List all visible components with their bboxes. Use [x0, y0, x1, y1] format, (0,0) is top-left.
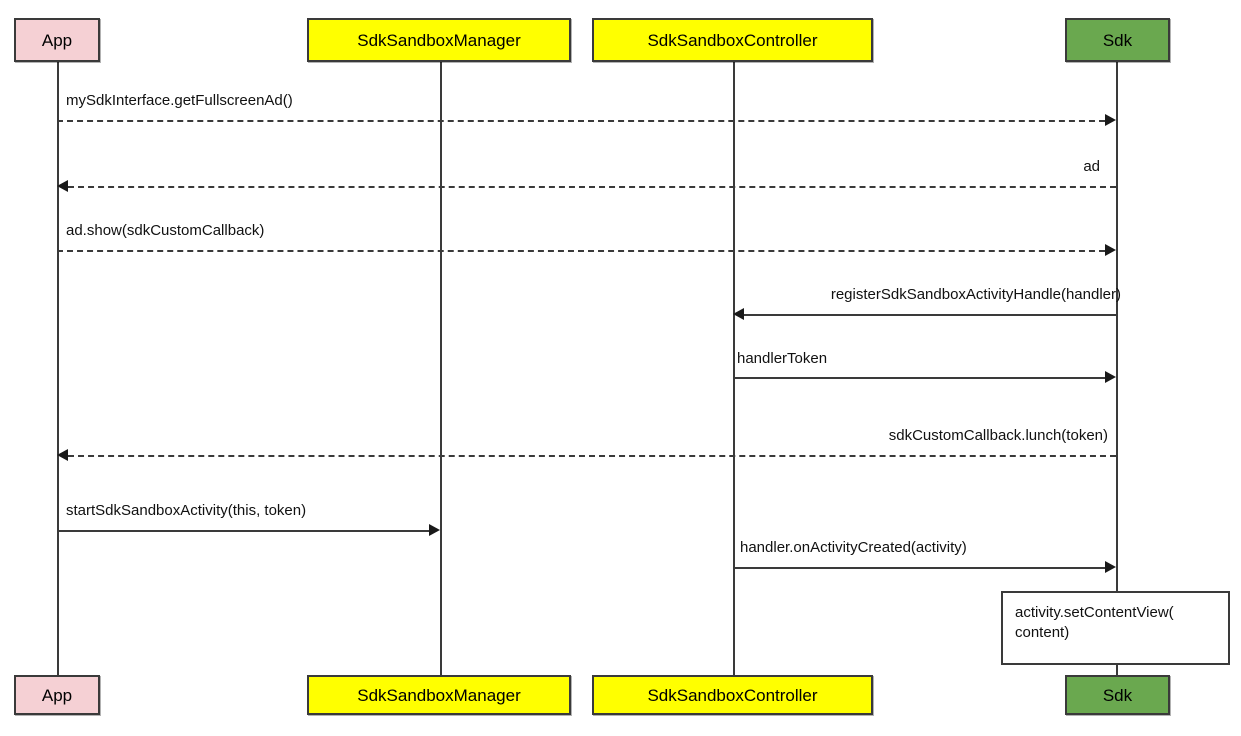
message-label-m8: handler.onActivityCreated(activity) — [740, 539, 967, 556]
message-label-m1: mySdkInterface.getFullscreenAd() — [66, 92, 293, 109]
message-arrowhead-m7 — [429, 524, 440, 536]
message-arrowhead-m5 — [1105, 371, 1116, 383]
message-line-m2 — [68, 186, 1116, 188]
participant-header-sdk[interactable]: Sdk — [1065, 18, 1170, 62]
message-arrowhead-m6 — [57, 449, 68, 461]
participant-header-app[interactable]: App — [14, 18, 100, 62]
message-label-m5: handlerToken — [737, 350, 828, 367]
message-line-m7 — [57, 530, 429, 532]
message-arrowhead-m8 — [1105, 561, 1116, 573]
message-line-m8 — [733, 567, 1105, 569]
message-arrowhead-m2 — [57, 180, 68, 192]
lifeline-sdk — [1116, 62, 1118, 675]
participant-footer-manager[interactable]: SdkSandboxManager — [307, 675, 571, 715]
message-line-m5 — [733, 377, 1105, 379]
message-label-m4: registerSdkSandboxActivityHandle(handler… — [830, 286, 1121, 303]
message-arrowhead-m3 — [1105, 244, 1116, 256]
lifeline-controller — [733, 62, 735, 675]
lifeline-manager — [440, 62, 442, 675]
message-arrowhead-m4 — [733, 308, 744, 320]
message-label-m6: sdkCustomCallback.lunch(token) — [888, 427, 1108, 444]
participant-footer-controller[interactable]: SdkSandboxController — [592, 675, 873, 715]
message-line-m4 — [744, 314, 1116, 316]
message-line-m1 — [57, 120, 1105, 122]
participant-header-controller[interactable]: SdkSandboxController — [592, 18, 873, 62]
message-arrowhead-m1 — [1105, 114, 1116, 126]
participant-header-manager[interactable]: SdkSandboxManager — [307, 18, 571, 62]
participant-footer-app[interactable]: App — [14, 675, 100, 715]
participant-footer-sdk[interactable]: Sdk — [1065, 675, 1170, 715]
message-label-m2: ad — [1083, 158, 1100, 175]
message-label-m3: ad.show(sdkCustomCallback) — [66, 222, 265, 239]
message-line-m3 — [57, 250, 1105, 252]
message-label-m7: startSdkSandboxActivity(this, token) — [66, 502, 307, 519]
note-set-content-view: activity.setContentView( content) — [1001, 591, 1230, 665]
lifeline-app — [57, 62, 59, 675]
message-line-m6 — [68, 455, 1116, 457]
